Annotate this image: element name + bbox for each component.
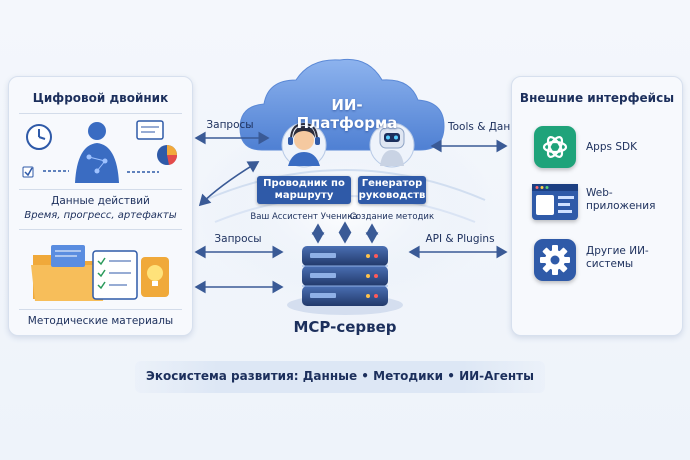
divider xyxy=(19,189,182,190)
arrow-label-tools-data: Tools & Данные xyxy=(448,121,532,133)
external-interfaces-panel: Внешние интерфейсы Apps SDK Web-приложен… xyxy=(511,76,683,336)
arrow-label-requests-bottom: Запросы xyxy=(214,233,262,245)
ai-platform-title: ИИ-Платформа xyxy=(296,96,398,132)
apps-sdk-label: Apps SDK xyxy=(586,141,637,153)
digital-twin-panel: Цифровой двойник Данные действий Время, … xyxy=(8,76,193,336)
assistant-avatar-icon xyxy=(281,122,327,168)
digital-twin-title: Цифровой двойник xyxy=(32,91,169,105)
divider xyxy=(19,309,182,310)
robot-avatar-icon xyxy=(369,120,415,168)
guide-label: Проводник по маршруту xyxy=(257,176,351,204)
web-app-icon xyxy=(532,184,578,220)
gear-icon xyxy=(534,239,576,281)
guide-subtitle: Ваш Ассистент Ученика xyxy=(250,212,358,222)
openai-logo-icon xyxy=(534,126,576,168)
external-interfaces-title: Внешние интерфейсы xyxy=(519,91,675,105)
actions-data-subtitle: Время, прогресс, артефакты xyxy=(24,210,177,221)
materials-illustration xyxy=(31,245,169,301)
generator-subtitle: Создание методик xyxy=(350,212,435,222)
arrow-left-diagonal xyxy=(198,161,260,207)
divider xyxy=(19,229,182,230)
web-apps-label: Web-приложения xyxy=(586,187,656,212)
generator-label: Генератор руководств xyxy=(358,176,426,204)
checklist-icon xyxy=(136,120,164,140)
other-ai-systems-label: Другие ИИ-системы xyxy=(586,245,649,270)
person-silhouette-icon xyxy=(88,122,106,140)
arrow-label-api-plugins: API & Plugins xyxy=(425,233,495,245)
divider xyxy=(19,113,182,114)
mcp-server-label: MCP-сервер xyxy=(293,318,397,336)
checklist-icon xyxy=(92,250,138,300)
materials-title: Методические материалы xyxy=(27,315,174,327)
actions-data-title: Данные действий xyxy=(51,195,150,207)
ecosystem-banner: Экосистема развития: Данные • Методики •… xyxy=(135,361,545,393)
mcp-server-icon xyxy=(287,246,403,315)
arrow-label-requests-top: Запросы xyxy=(206,119,254,131)
ecosystem-text: Экосистема развития: Данные • Методики •… xyxy=(146,369,534,383)
digital-twin-illustration xyxy=(22,120,178,183)
